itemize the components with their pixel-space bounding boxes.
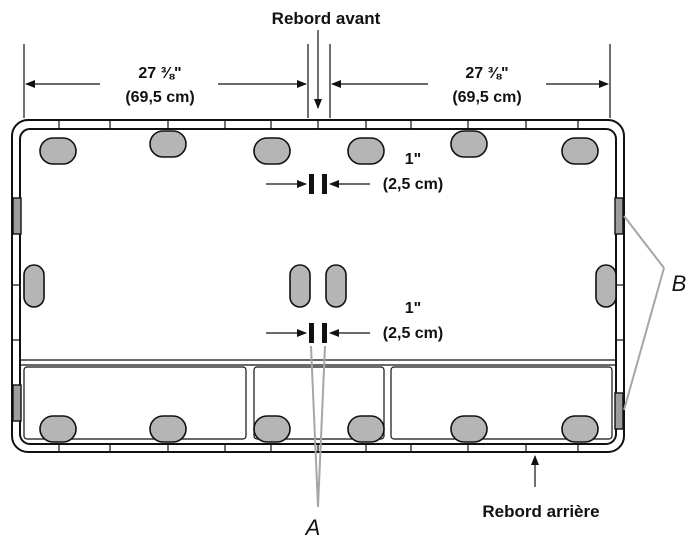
rear-compartment-left — [23, 366, 247, 440]
left-width-cm: (69,5 cm) — [125, 89, 194, 106]
top-rim-ticks — [58, 120, 579, 129]
callout-b-leader-bottom — [623, 267, 665, 411]
feet-bottom-row — [39, 415, 599, 443]
pan-outer-outline — [11, 119, 625, 453]
side-tab-right-bottom — [614, 392, 624, 430]
side-tab-left-top — [12, 197, 22, 235]
rear-compartment-center — [253, 366, 385, 440]
gap-marker-bottom-bar-right — [322, 323, 327, 343]
bottom-rim-ticks — [58, 444, 579, 452]
gap-marker-bottom-bar-left — [309, 323, 314, 343]
gap-top-cm: (2,5 cm) — [383, 176, 443, 193]
gap-top-in: 1" — [405, 151, 421, 168]
gap-marker-top-bar-right — [322, 174, 327, 194]
callout-b-leader-top — [623, 215, 665, 269]
callout-a-label: A — [304, 515, 321, 540]
callout-a-leader-right — [317, 345, 326, 508]
gap-bottom-cm: (2,5 cm) — [383, 325, 443, 342]
callout-a-leader-left — [310, 345, 319, 508]
callout-b-label: B — [672, 271, 687, 296]
gap-bottom-in: 1" — [405, 300, 421, 317]
rear-compartment-right — [390, 366, 613, 440]
side-rim-ticks — [12, 229, 624, 341]
rear-edge-label: Rebord arrière — [482, 502, 599, 521]
right-width-cm: (69,5 cm) — [452, 89, 521, 106]
side-tab-left-bottom — [12, 384, 22, 422]
right-width-in: 27 ⅜" — [465, 65, 508, 82]
side-tab-right-top — [614, 197, 624, 235]
feet-top-row — [39, 130, 599, 165]
feet-middle-row — [23, 264, 617, 308]
front-edge-label: Rebord avant — [272, 9, 381, 28]
pan-inner-outline — [19, 128, 617, 445]
left-width-in: 27 ⅜" — [138, 65, 181, 82]
gap-marker-top-bar-left — [309, 174, 314, 194]
